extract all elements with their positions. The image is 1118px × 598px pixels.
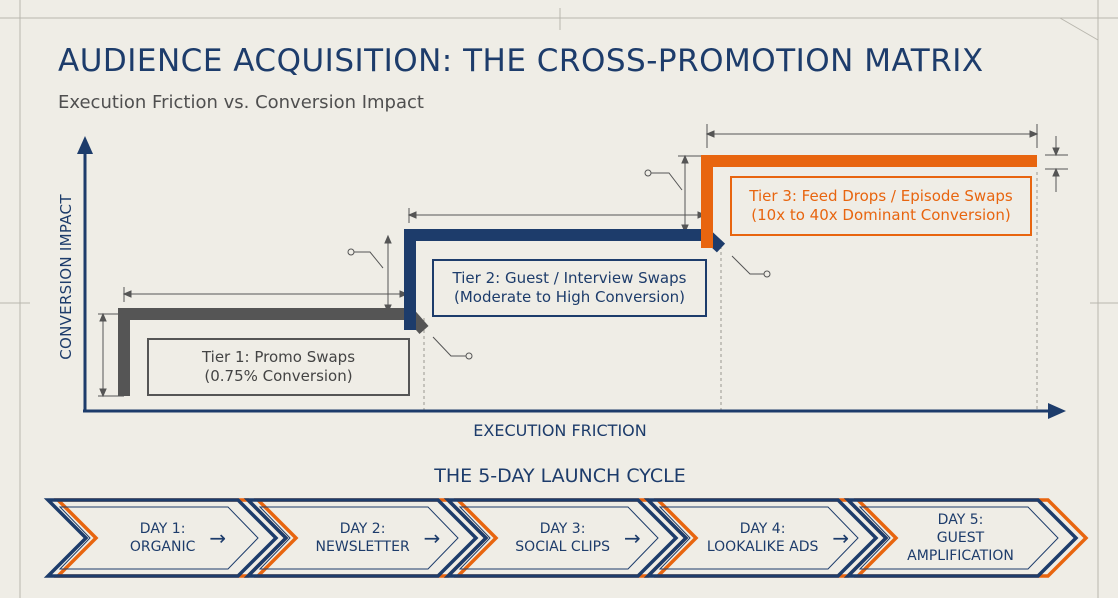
page-subtitle: Execution Friction vs. Conversion Impact	[58, 92, 424, 113]
tier3-step-bar	[701, 155, 1037, 248]
day1-name: ORGANIC	[129, 539, 196, 555]
day2-name: NEWSLETTER	[315, 539, 410, 555]
arrow-right-icon: →	[209, 526, 227, 550]
launch-cycle-chevrons	[43, 498, 1089, 578]
day5-name: GUEST	[936, 530, 985, 546]
x-axis-label: EXECUTION FRICTION	[473, 421, 647, 440]
tier2-step-bar	[404, 229, 726, 330]
day1-label: DAY 1:	[139, 521, 186, 537]
callout-leaders	[347, 169, 771, 360]
day3-label: DAY 3:	[539, 521, 586, 537]
day2-label: DAY 2:	[339, 521, 386, 537]
arrow-right-icon: →	[832, 526, 850, 550]
day5-step: DAY 5: GUEST AMPLIFICATION	[878, 500, 1043, 576]
day5-label: DAY 5:	[937, 512, 984, 528]
tier3-label-box: Tier 3: Feed Drops / Episode Swaps (10x …	[730, 176, 1032, 236]
arrow-right-icon: →	[423, 526, 441, 550]
day5-chevron	[843, 498, 1089, 578]
day4-name: LOOKALIKE ADS	[706, 539, 819, 555]
y-axis-label: CONVERSION IMPACT	[57, 194, 75, 360]
day4-label: DAY 4:	[739, 521, 786, 537]
guide-lines	[423, 172, 1038, 410]
launch-cycle-title: THE 5-DAY LAUNCH CYCLE	[434, 465, 686, 487]
tier2-label-box: Tier 2: Guest / Interview Swaps (Moderat…	[432, 259, 707, 317]
tier1-step-bar	[118, 308, 429, 396]
day5-name-cont: AMPLIFICATION	[907, 548, 1014, 564]
day3-name: SOCIAL CLIPS	[515, 539, 610, 555]
day1-step: DAY 1: ORGANIC →	[78, 500, 278, 576]
tier1-detail: (0.75% Conversion)	[204, 367, 353, 385]
x-axis-arrowhead	[1048, 403, 1066, 419]
tier1-name: Tier 1: Promo Swaps	[201, 348, 356, 366]
tier3-name: Tier 3: Feed Drops / Episode Swaps	[749, 187, 1013, 205]
day3-step: DAY 3: SOCIAL CLIPS →	[478, 500, 678, 576]
day4-step: DAY 4: LOOKALIKE ADS →	[678, 500, 878, 576]
tier2-name: Tier 2: Guest / Interview Swaps	[452, 269, 687, 287]
page-title: AUDIENCE ACQUISITION: THE CROSS-PROMOTIO…	[58, 43, 984, 79]
tier2-detail: (Moderate to High Conversion)	[454, 288, 685, 306]
day2-step: DAY 2: NEWSLETTER →	[278, 500, 478, 576]
y-axis-arrowhead	[77, 136, 93, 154]
arrow-right-icon: →	[623, 526, 641, 550]
tier1-label-box: Tier 1: Promo Swaps (0.75% Conversion)	[147, 338, 410, 396]
tier3-detail: (10x to 40x Dominant Conversion)	[751, 206, 1011, 224]
